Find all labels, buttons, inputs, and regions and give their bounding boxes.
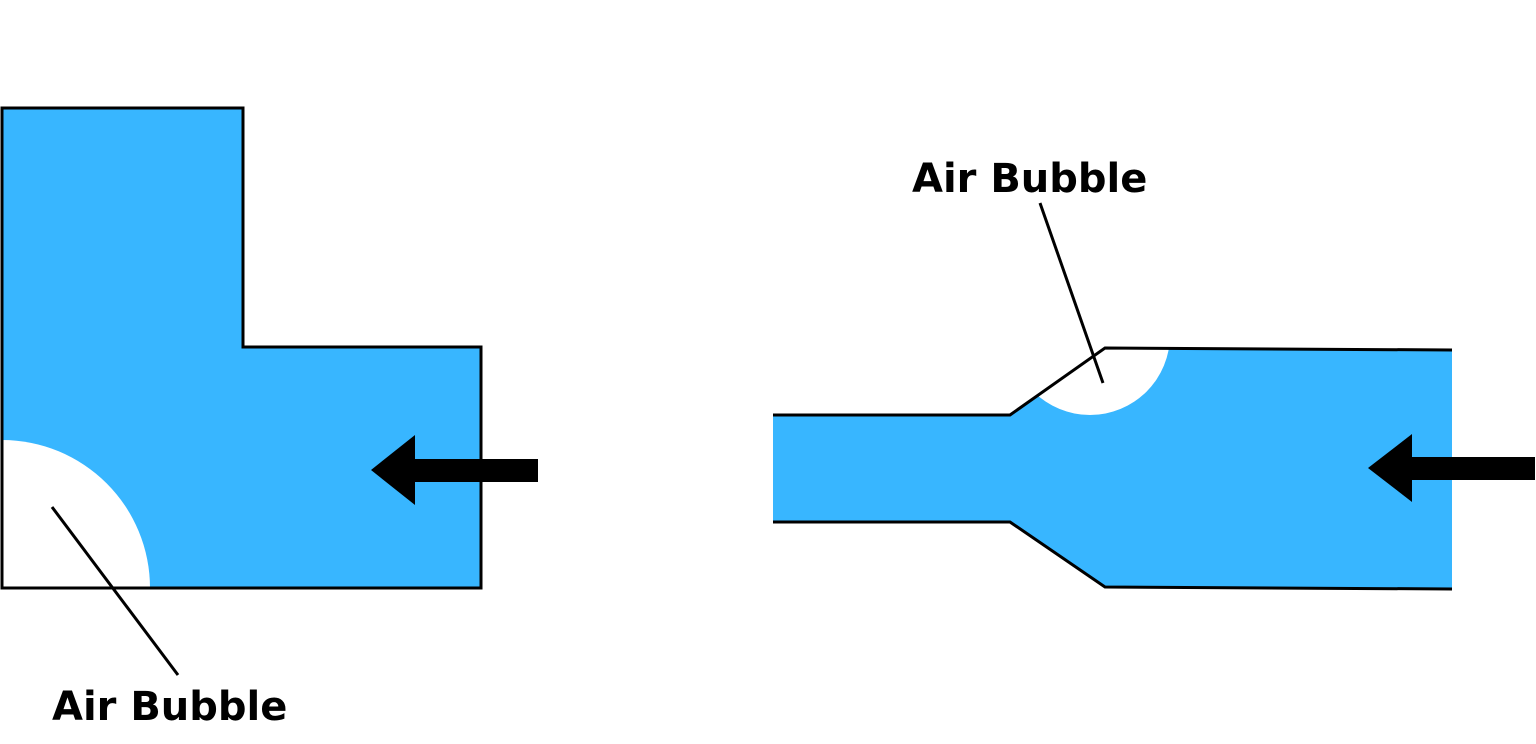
flow-arrow-icon [1368, 434, 1535, 502]
pipe-top-outline [773, 346, 1453, 417]
leader-line [1038, 202, 1105, 384]
pipe-outline [0, 106, 483, 590]
air-bubble-corner [2, 440, 150, 588]
air-bubble-label: Air Bubble [52, 684, 287, 730]
flow-arrow-icon [371, 435, 538, 505]
air-bubble-label: Air Bubble [912, 156, 1147, 202]
pipe-water-fill [773, 348, 1452, 589]
l-shaped-pipe: Air Bubble [0, 106, 538, 730]
expanding-pipe: Air Bubble [773, 156, 1535, 591]
air-bubble-top [1010, 348, 1170, 415]
leader-line [50, 506, 180, 676]
pipe-bottom-outline [773, 520, 1453, 591]
